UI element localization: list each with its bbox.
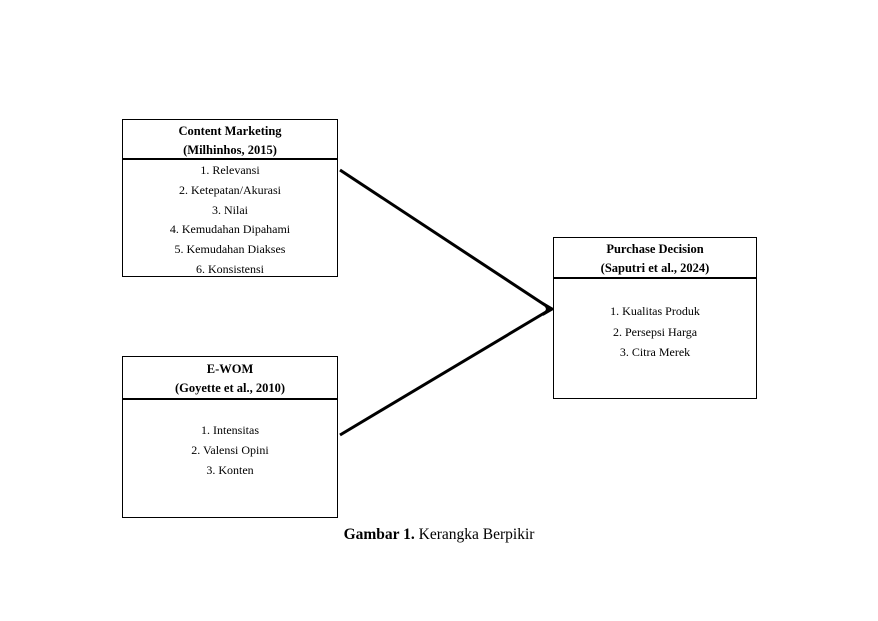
purchase-decision-box: Purchase Decision (Saputri et al., 2024)… bbox=[553, 237, 757, 399]
content-marketing-title: Content Marketing bbox=[178, 124, 282, 138]
figure-caption-label: Gambar 1. bbox=[343, 526, 415, 543]
ewom-box: E-WOM (Goyette et al., 2010) 1. Intensit… bbox=[122, 356, 338, 518]
indicator-item: 3. Citra Merek bbox=[619, 345, 691, 359]
indicator-item: 3. Konten bbox=[206, 462, 254, 477]
content-marketing-box: Content Marketing (Milhinhos, 2015) 1. R… bbox=[122, 119, 338, 277]
purchase-decision-header: Purchase Decision (Saputri et al., 2024) bbox=[554, 238, 756, 279]
arrowhead-icon bbox=[543, 302, 555, 316]
indicator-item: 5. Kemudahan Diakses bbox=[174, 242, 286, 257]
content-marketing-source: (Milhinhos, 2015) bbox=[183, 143, 277, 157]
ewom-header: E-WOM (Goyette et al., 2010) bbox=[123, 357, 337, 400]
indicator-item: 2. Ketepatan/Akurasi bbox=[179, 182, 281, 197]
arrow-content-marketing-to-purchase-decision bbox=[339, 168, 552, 311]
indicator-item: 1. Intensitas bbox=[201, 423, 259, 437]
ewom-source: (Goyette et al., 2010) bbox=[174, 381, 286, 395]
ewom-title: E-WOM bbox=[206, 362, 254, 376]
indicator-item: 1. Relevansi bbox=[200, 163, 260, 177]
content-marketing-indicators: 1. Relevansi 2. Ketepatan/Akurasi 3. Nil… bbox=[123, 160, 337, 280]
figure-caption-text: Kerangka Berpikir bbox=[418, 526, 535, 543]
indicator-item: 6. Konsistensi bbox=[195, 261, 264, 276]
indicator-item: 3. Nilai bbox=[212, 202, 248, 217]
figure-caption: Gambar 1. Kerangka Berpikir bbox=[0, 526, 878, 544]
arrow-ewom-to-purchase-decision bbox=[339, 307, 552, 437]
purchase-decision-indicators: 1. Kualitas Produk 2. Persepsi Harga 3. … bbox=[554, 279, 756, 363]
content-marketing-header: Content Marketing (Milhinhos, 2015) bbox=[123, 120, 337, 160]
indicator-item: 2. Persepsi Harga bbox=[612, 324, 698, 339]
purchase-decision-title: Purchase Decision bbox=[606, 242, 704, 256]
indicator-item: 4. Kemudahan Dipahami bbox=[169, 222, 291, 237]
indicator-item: 1. Kualitas Produk bbox=[610, 304, 700, 318]
ewom-indicators: 1. Intensitas 2. Valensi Opini 3. Konten bbox=[123, 400, 337, 480]
indicator-item: 2. Valensi Opini bbox=[191, 442, 269, 457]
purchase-decision-source: (Saputri et al., 2024) bbox=[600, 261, 710, 275]
